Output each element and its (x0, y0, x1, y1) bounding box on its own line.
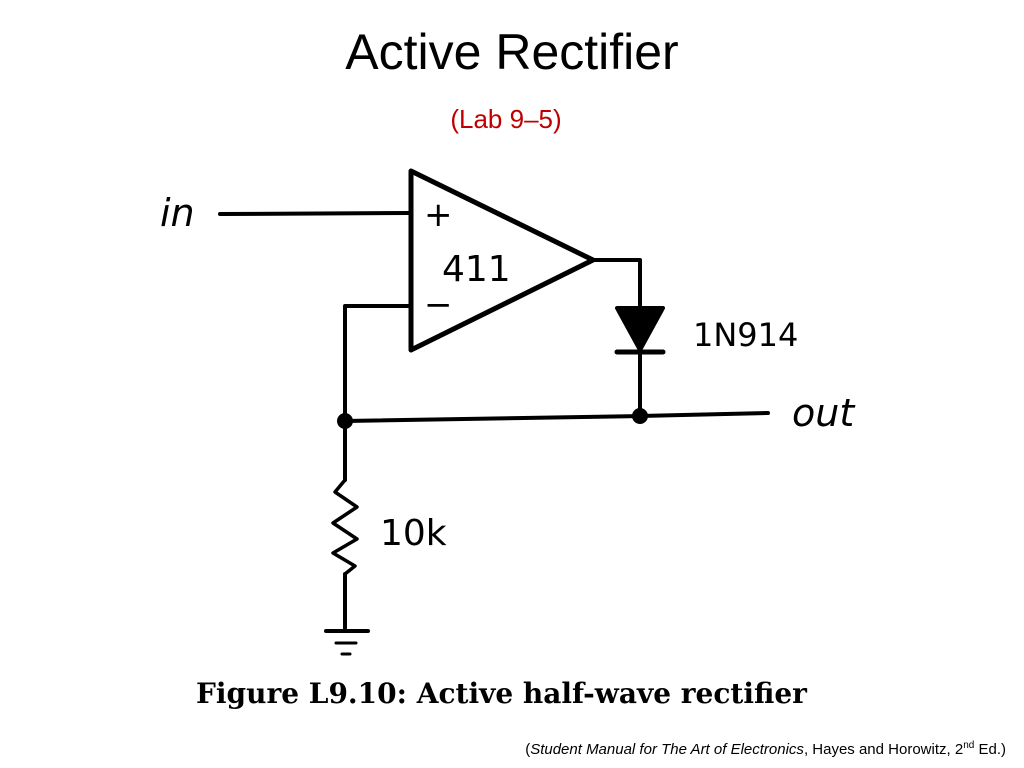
feedback-wire (343, 304, 411, 423)
input-label: in (160, 191, 195, 235)
citation-open: ( (525, 741, 531, 758)
resistor-label: 10k (380, 513, 447, 554)
junction-dot-left (337, 413, 353, 429)
junction-dot-right (632, 408, 648, 424)
citation-authors: , Hayes and Horowitz, 2 (803, 741, 964, 758)
diode-triangle (615, 306, 665, 352)
figure-caption: Figure L9.10: Active half-wave rectifier (196, 677, 807, 710)
opamp-output-wire (591, 258, 642, 310)
citation-superscript: nd (963, 740, 975, 751)
opamp-minus-label: − (424, 285, 453, 325)
resistor-symbol (331, 478, 359, 576)
opamp-plus-label: + (424, 195, 453, 235)
output-bus-wire (343, 411, 770, 423)
input-wire (218, 211, 411, 216)
citation-book-title: Student Manual for The Art of Electronic… (530, 741, 804, 758)
citation-edition: Ed.) (974, 741, 1006, 758)
slide-subtitle: (Lab 9–5) (450, 104, 562, 134)
output-label: out (792, 391, 856, 435)
opamp-symbol (408, 168, 596, 353)
opamp-label: 411 (442, 249, 511, 290)
citation: (Student Manual for The Art of Electroni… (525, 740, 1006, 760)
slide-title: Active Rectifier (345, 24, 679, 80)
diode-label: 1N914 (693, 316, 798, 354)
